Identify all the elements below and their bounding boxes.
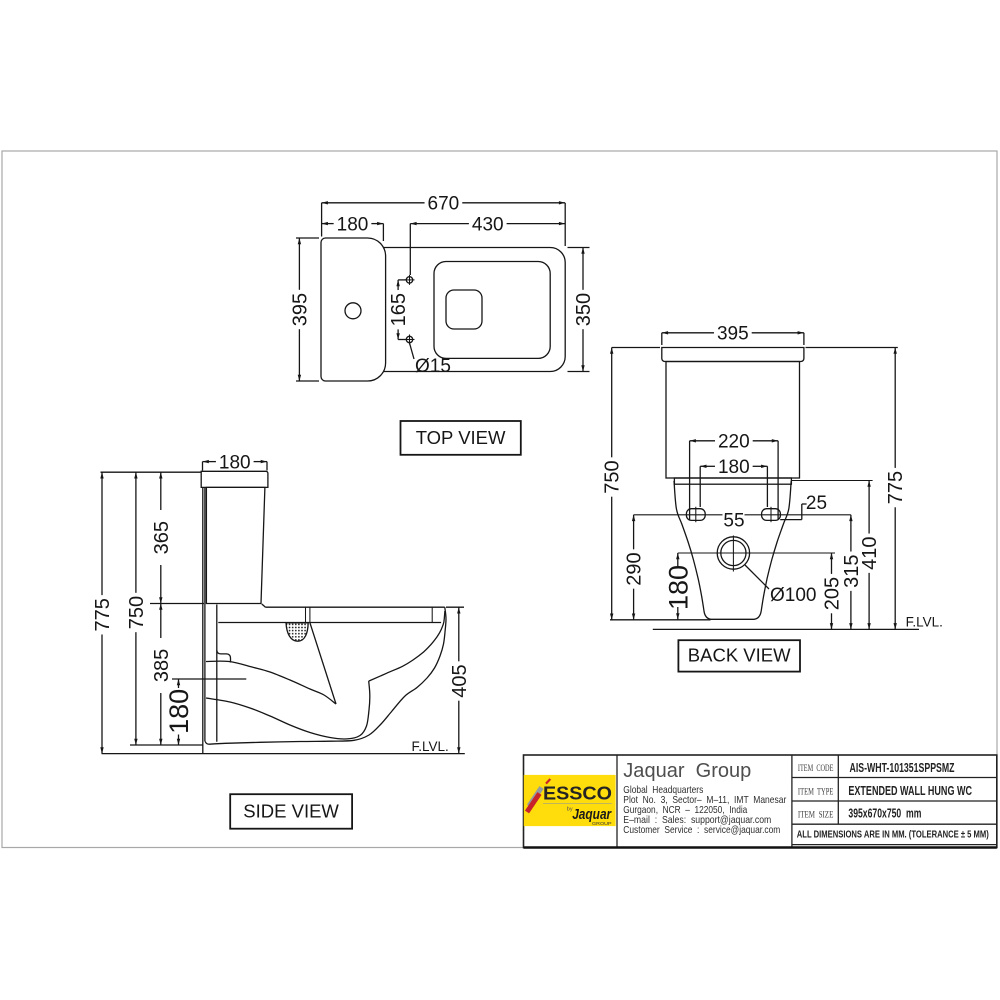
svg-text:Jaquar: Jaquar	[572, 807, 612, 823]
svg-text:180: 180	[718, 457, 750, 478]
svg-text:410: 410	[859, 537, 881, 570]
svg-text:180: 180	[164, 689, 194, 734]
svg-text:SIDE VIEW: SIDE VIEW	[243, 800, 339, 821]
svg-text:Gurgaon, NCR – 122050, Ind: Gurgaon, NCR – 122050, India	[623, 805, 747, 816]
svg-text:350: 350	[573, 293, 595, 326]
svg-text:Customer Service : service@: Customer Service : service@jaquar.com	[623, 825, 780, 836]
svg-text:395: 395	[289, 293, 311, 326]
svg-text:670: 670	[428, 193, 460, 214]
svg-text:395x670x750 mm: 395x670x750 mm	[848, 807, 921, 821]
svg-text:ITEM SIZE: ITEM SIZE	[798, 809, 834, 820]
svg-text:Global Headquarters: Global Headquarters	[623, 785, 703, 796]
svg-text:220: 220	[718, 431, 750, 452]
svg-text:395: 395	[717, 323, 749, 344]
svg-text:25: 25	[806, 493, 827, 514]
svg-text:290: 290	[624, 552, 646, 585]
svg-text:55: 55	[723, 511, 744, 532]
svg-text:BACK VIEW: BACK VIEW	[688, 645, 791, 666]
svg-text:F.LVL.: F.LVL.	[906, 615, 943, 630]
svg-text:ESSCO: ESSCO	[543, 782, 612, 803]
svg-text:ALL DIMENSIONS ARE IN MM. (TOL: ALL DIMENSIONS ARE IN MM. (TOLERANCE ± 5…	[797, 830, 989, 841]
svg-text:205: 205	[822, 577, 844, 610]
svg-text:ITEM CODE: ITEM CODE	[798, 763, 834, 774]
svg-text:EXTENDED WALL HUNG WC: EXTENDED WALL HUNG WC	[848, 784, 972, 798]
svg-text:180: 180	[337, 214, 369, 235]
svg-text:Jaquar Group: Jaquar Group	[623, 759, 751, 782]
svg-text:GROUP: GROUP	[592, 821, 612, 826]
svg-text:AIS-WHT-101351SPPSMZ: AIS-WHT-101351SPPSMZ	[850, 761, 955, 775]
svg-text:ITEM TYPE: ITEM TYPE	[798, 786, 834, 797]
svg-text:Ø15: Ø15	[415, 356, 451, 377]
svg-text:by: by	[567, 806, 573, 812]
svg-text:775: 775	[92, 598, 114, 631]
svg-text:Plot No. 3, Sector– M–11,: Plot No. 3, Sector– M–11, IMT Manesar	[623, 795, 786, 806]
svg-text:750: 750	[602, 460, 624, 493]
svg-text:180: 180	[219, 452, 251, 473]
svg-text:180: 180	[664, 565, 694, 610]
svg-text:405: 405	[449, 664, 471, 697]
svg-text:165: 165	[388, 293, 410, 326]
svg-text:430: 430	[472, 214, 504, 235]
svg-text:E–mail : Sales: support@jaq: E–mail : Sales: support@jaquar.com	[623, 815, 771, 826]
svg-text:TOP VIEW: TOP VIEW	[416, 427, 506, 448]
svg-text:775: 775	[885, 471, 907, 504]
svg-text:385: 385	[151, 649, 173, 682]
svg-text:315: 315	[841, 555, 863, 588]
svg-text:365: 365	[151, 521, 173, 554]
svg-text:Ø100: Ø100	[770, 585, 816, 606]
svg-text:750: 750	[126, 596, 148, 629]
svg-text:F.LVL.: F.LVL.	[412, 739, 449, 754]
